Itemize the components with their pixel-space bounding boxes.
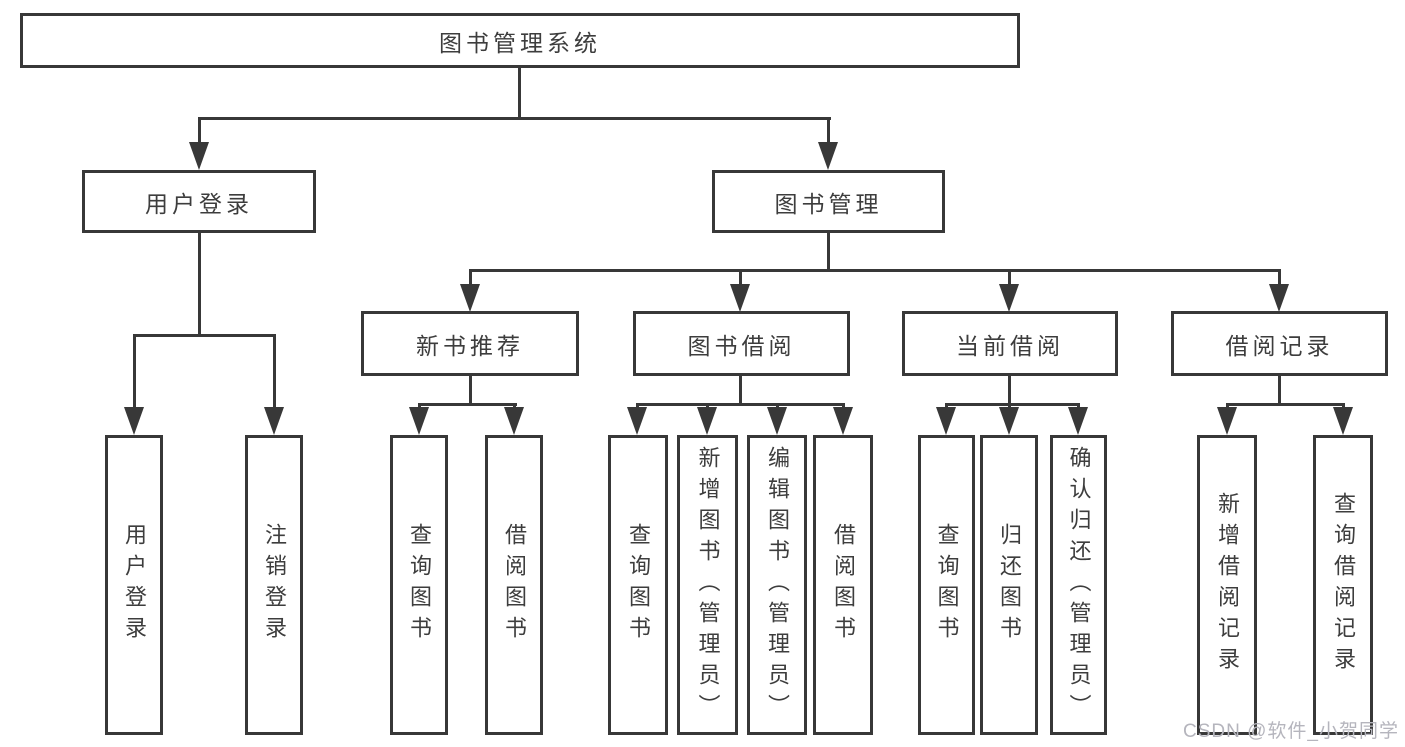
arrow-down-icon: [1269, 284, 1289, 312]
connector-current-borrow-bus: [945, 403, 1080, 406]
node-bb-borrow: 借阅图书: [813, 435, 873, 735]
connector-user-login-stem: [198, 233, 201, 335]
connector-borrow-record-stem: [1278, 376, 1281, 406]
connector-new-book-rec-bus: [418, 403, 517, 406]
node-book-borrow: 图书借阅: [633, 311, 850, 376]
connector-borrow-record-bus: [1226, 403, 1345, 406]
connector-root-bus: [198, 117, 831, 120]
arrow-down-icon: [264, 407, 284, 435]
connector-book-mgmt-stub: [827, 117, 830, 143]
connector-book-borrow-stub: [739, 269, 742, 285]
node-cb-confirm: 确认归还（管理员）: [1050, 435, 1107, 735]
node-br-add: 新增借阅记录: [1197, 435, 1257, 735]
connector-book-borrow-bus: [636, 403, 845, 406]
node-bb-query: 查询图书: [608, 435, 668, 735]
node-bb-edit: 编辑图书（管理员）: [747, 435, 807, 735]
arrow-down-icon: [767, 407, 787, 435]
node-nb-borrow: 借阅图书: [485, 435, 543, 735]
connector-new-book-rec-stub: [469, 269, 472, 285]
node-br-query: 查询借阅记录: [1313, 435, 1373, 735]
arrow-down-icon: [1217, 407, 1237, 435]
node-new-book-rec: 新书推荐: [361, 311, 579, 376]
node-root: 图书管理系统: [20, 13, 1020, 68]
connector-current-borrow-stem: [1008, 376, 1011, 406]
arrow-down-icon: [936, 407, 956, 435]
arrow-down-icon: [460, 284, 480, 312]
arrow-down-icon: [124, 407, 144, 435]
node-borrow-record: 借阅记录: [1171, 311, 1388, 376]
node-user-login: 用户登录: [82, 170, 316, 233]
arrow-down-icon: [833, 407, 853, 435]
connector-ul-logout-stub: [273, 334, 276, 409]
arrow-down-icon: [627, 407, 647, 435]
node-book-mgmt: 图书管理: [712, 170, 945, 233]
arrow-down-icon: [189, 142, 209, 170]
arrow-down-icon: [1333, 407, 1353, 435]
arrow-down-icon: [1068, 407, 1088, 435]
connector-borrow-record-stub: [1278, 269, 1281, 285]
node-ul-login: 用户登录: [105, 435, 163, 735]
node-nb-query: 查询图书: [390, 435, 448, 735]
connector-ul-login-stub: [133, 334, 136, 409]
connector-root-stem: [518, 68, 521, 118]
node-ul-logout: 注销登录: [245, 435, 303, 735]
arrow-down-icon: [504, 407, 524, 435]
watermark: CSDN @软件_小贺同学: [1183, 721, 1399, 742]
connector-book-mgmt-stem: [827, 233, 830, 272]
node-cb-query: 查询图书: [918, 435, 975, 735]
connector-book-mgmt-bus: [469, 269, 1281, 272]
connector-new-book-rec-stem: [469, 376, 472, 406]
node-current-borrow: 当前借阅: [902, 311, 1118, 376]
connector-current-borrow-stub: [1008, 269, 1011, 285]
node-cb-return: 归还图书: [980, 435, 1038, 735]
connector-book-borrow-stem: [739, 376, 742, 406]
connector-user-login-bus: [133, 334, 276, 337]
arrow-down-icon: [730, 284, 750, 312]
node-bb-add: 新增图书（管理员）: [677, 435, 738, 735]
arrow-down-icon: [818, 142, 838, 170]
arrow-down-icon: [697, 407, 717, 435]
arrow-down-icon: [999, 407, 1019, 435]
arrow-down-icon: [409, 407, 429, 435]
arrow-down-icon: [999, 284, 1019, 312]
connector-user-login-stub: [198, 117, 201, 143]
